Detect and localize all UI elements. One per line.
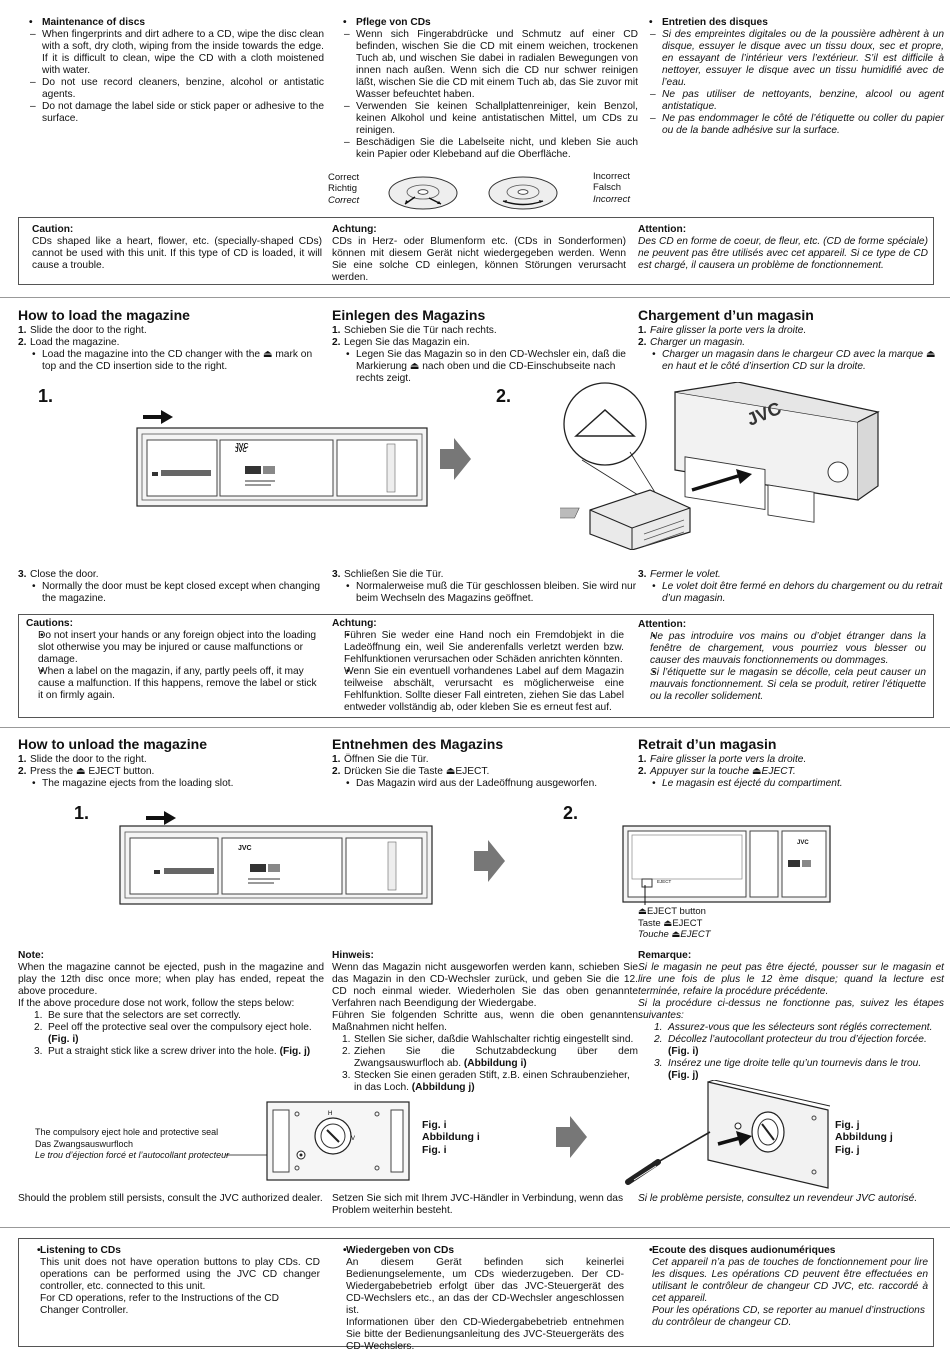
step-number: 2. — [563, 803, 579, 823]
caution-box-loading — [18, 614, 934, 718]
load-de: Einlegen des Magazins 1.Schieben Sie die… — [332, 307, 638, 385]
step-number: 1. — [38, 386, 54, 406]
load-step3-en: 3.Close the door. Normally the door must… — [18, 569, 324, 605]
load-fr: Chargement d’un magasin 1.Faire glisser … — [638, 307, 944, 373]
caution1-de: Achtung: CDs in Herz- oder Blumenform et… — [332, 224, 626, 284]
disc-care-en: Maintenance of discs When fingerprints a… — [18, 17, 324, 125]
note-final-de: Setzen Sie sich mit Ihrem JVC-Händler in… — [332, 1193, 624, 1217]
brand-logo: JVC — [797, 840, 809, 846]
note-fr: Remarque: Si le magasin ne peut pas être… — [638, 950, 944, 1082]
section-title: Entnehmen des Magazins — [332, 736, 504, 752]
brand-logo: JVC — [235, 443, 249, 450]
unload-de: Entnehmen des Magazins 1.Öffnen Sie die … — [332, 736, 638, 790]
section-divider — [0, 727, 950, 728]
section-title: How to unload the magazine — [18, 736, 208, 752]
fig-j-illustration — [625, 1080, 830, 1189]
section-title: Retrait d’un magasin — [638, 736, 777, 752]
caution2-fr: Attention: Ne pas introduire vos mains o… — [638, 619, 926, 703]
disc-care-item: Wenn sich Fingerabdrücke und Schmutz auf… — [332, 29, 638, 101]
note-en: Note: When the magazine cannot be ejecte… — [18, 950, 324, 1058]
caution-box-shapes — [18, 217, 934, 285]
fig-j-label: Fig. j Abbildung j Fig. j — [835, 1119, 893, 1156]
listen-fr: Ecoute des disques audionumériques Cet a… — [638, 1245, 928, 1329]
arrow-right-icon — [440, 438, 471, 480]
disc-care-title: Pflege von CDs — [332, 17, 638, 29]
brand-logo: JVC — [238, 845, 252, 852]
load-en: How to load the magazine 1.Slide the doo… — [18, 307, 324, 373]
disc-care-fr: Entretien des disques Si des empreintes … — [638, 17, 944, 137]
disc-care-item: Do not use record cleaners, benzine, alc… — [18, 77, 324, 101]
arrow-right-icon — [474, 840, 505, 882]
listen-en: Listening to CDs This unit does not have… — [26, 1245, 320, 1317]
caution2-en: Cautions: Do not insert your hands or an… — [26, 618, 320, 702]
section-title: Einlegen des Magazins — [332, 307, 486, 323]
caution1-fr: Attention: Des CD en forme de coeur, de … — [638, 224, 928, 272]
disc-care-item: Ne pas utiliser de nettoyants, benzine, … — [638, 89, 944, 113]
note-final-fr: Si le problème persiste, consultez un re… — [638, 1193, 918, 1204]
disc-care-item: When fingerprints and dirt adhere to a C… — [18, 29, 324, 77]
correct-label: Correct Richtig Correct — [328, 172, 360, 206]
incorrect-label: Incorrect Falsch Incorrect — [593, 171, 630, 205]
section-title: Chargement d’un magasin — [638, 307, 814, 323]
disc-care-de: Pflege von CDs Wenn sich Fingerabdrücke … — [332, 17, 638, 161]
unload-en: How to unload the magazine 1.Slide the d… — [18, 736, 324, 790]
svg-text:V: V — [351, 1136, 355, 1142]
changer-front-illustration: JVC — [136, 410, 428, 507]
brand-logo: JVC — [235, 448, 247, 454]
arrow-right-icon — [556, 1116, 587, 1158]
load-step3-fr: 3.Fermer le volet. Le volet doit être fe… — [638, 569, 944, 605]
step-number: 1. — [74, 803, 90, 823]
disc-care-item: Verwenden Sie keinen Schallplattenreinig… — [332, 101, 638, 137]
section-divider — [0, 297, 950, 298]
fig-i-illustration: H V — [225, 1101, 410, 1181]
leader-line — [644, 885, 646, 905]
disc-care-item: Do not damage the label side or stick pa… — [18, 101, 324, 125]
magazine-insertion-illustration: JVC — [560, 382, 880, 550]
disc-care-title: Entretien des disques — [638, 17, 944, 29]
load-step3-de: 3.Schließen Sie die Tür. Normalerweise m… — [332, 569, 638, 605]
note-de: Hinweis: Wenn das Magazin nicht ausgewor… — [332, 950, 638, 1094]
step-number: 2. — [496, 386, 512, 406]
disc-care-title: Maintenance of discs — [18, 17, 324, 29]
listening-box — [18, 1238, 934, 1347]
listen-de: Wiedergeben von CDs An diesem Gerät befi… — [332, 1245, 624, 1353]
unload-fr: Retrait d’un magasin 1.Faire glisser la … — [638, 736, 944, 790]
eject-button-label: ⏏EJECT button Taste ⏏EJECT Touche ⏏EJECT — [638, 906, 711, 941]
disc-wiping-illustration — [388, 176, 558, 210]
disc-care-item: Si des empreintes digitales ou de la pou… — [638, 29, 944, 89]
disc-care-item: Ne pas endommager le côté de l’étiquette… — [638, 113, 944, 137]
fig-i-caption: The compulsory eject hole and protective… — [35, 1127, 230, 1161]
changer-front-illustration — [119, 811, 433, 905]
section-title: How to load the magazine — [18, 307, 190, 323]
disc-care-item: Beschädigen Sie die Labelseite nicht, un… — [332, 137, 638, 161]
section-divider — [0, 1227, 950, 1228]
caution2-de: Achtung: Führen Sie weder eine Hand noch… — [332, 618, 624, 714]
caution1-en: Caution: CDs shaped like a heart, flower… — [32, 224, 322, 272]
eject-button[interactable]: EJECT — [657, 879, 672, 884]
note-final-en: Should the problem still persists, consu… — [18, 1193, 323, 1204]
fig-i-label: Fig. i Abbildung i Fig. i — [422, 1119, 480, 1156]
changer-door-open-illustration — [622, 825, 831, 903]
svg-text:H: H — [328, 1111, 332, 1117]
